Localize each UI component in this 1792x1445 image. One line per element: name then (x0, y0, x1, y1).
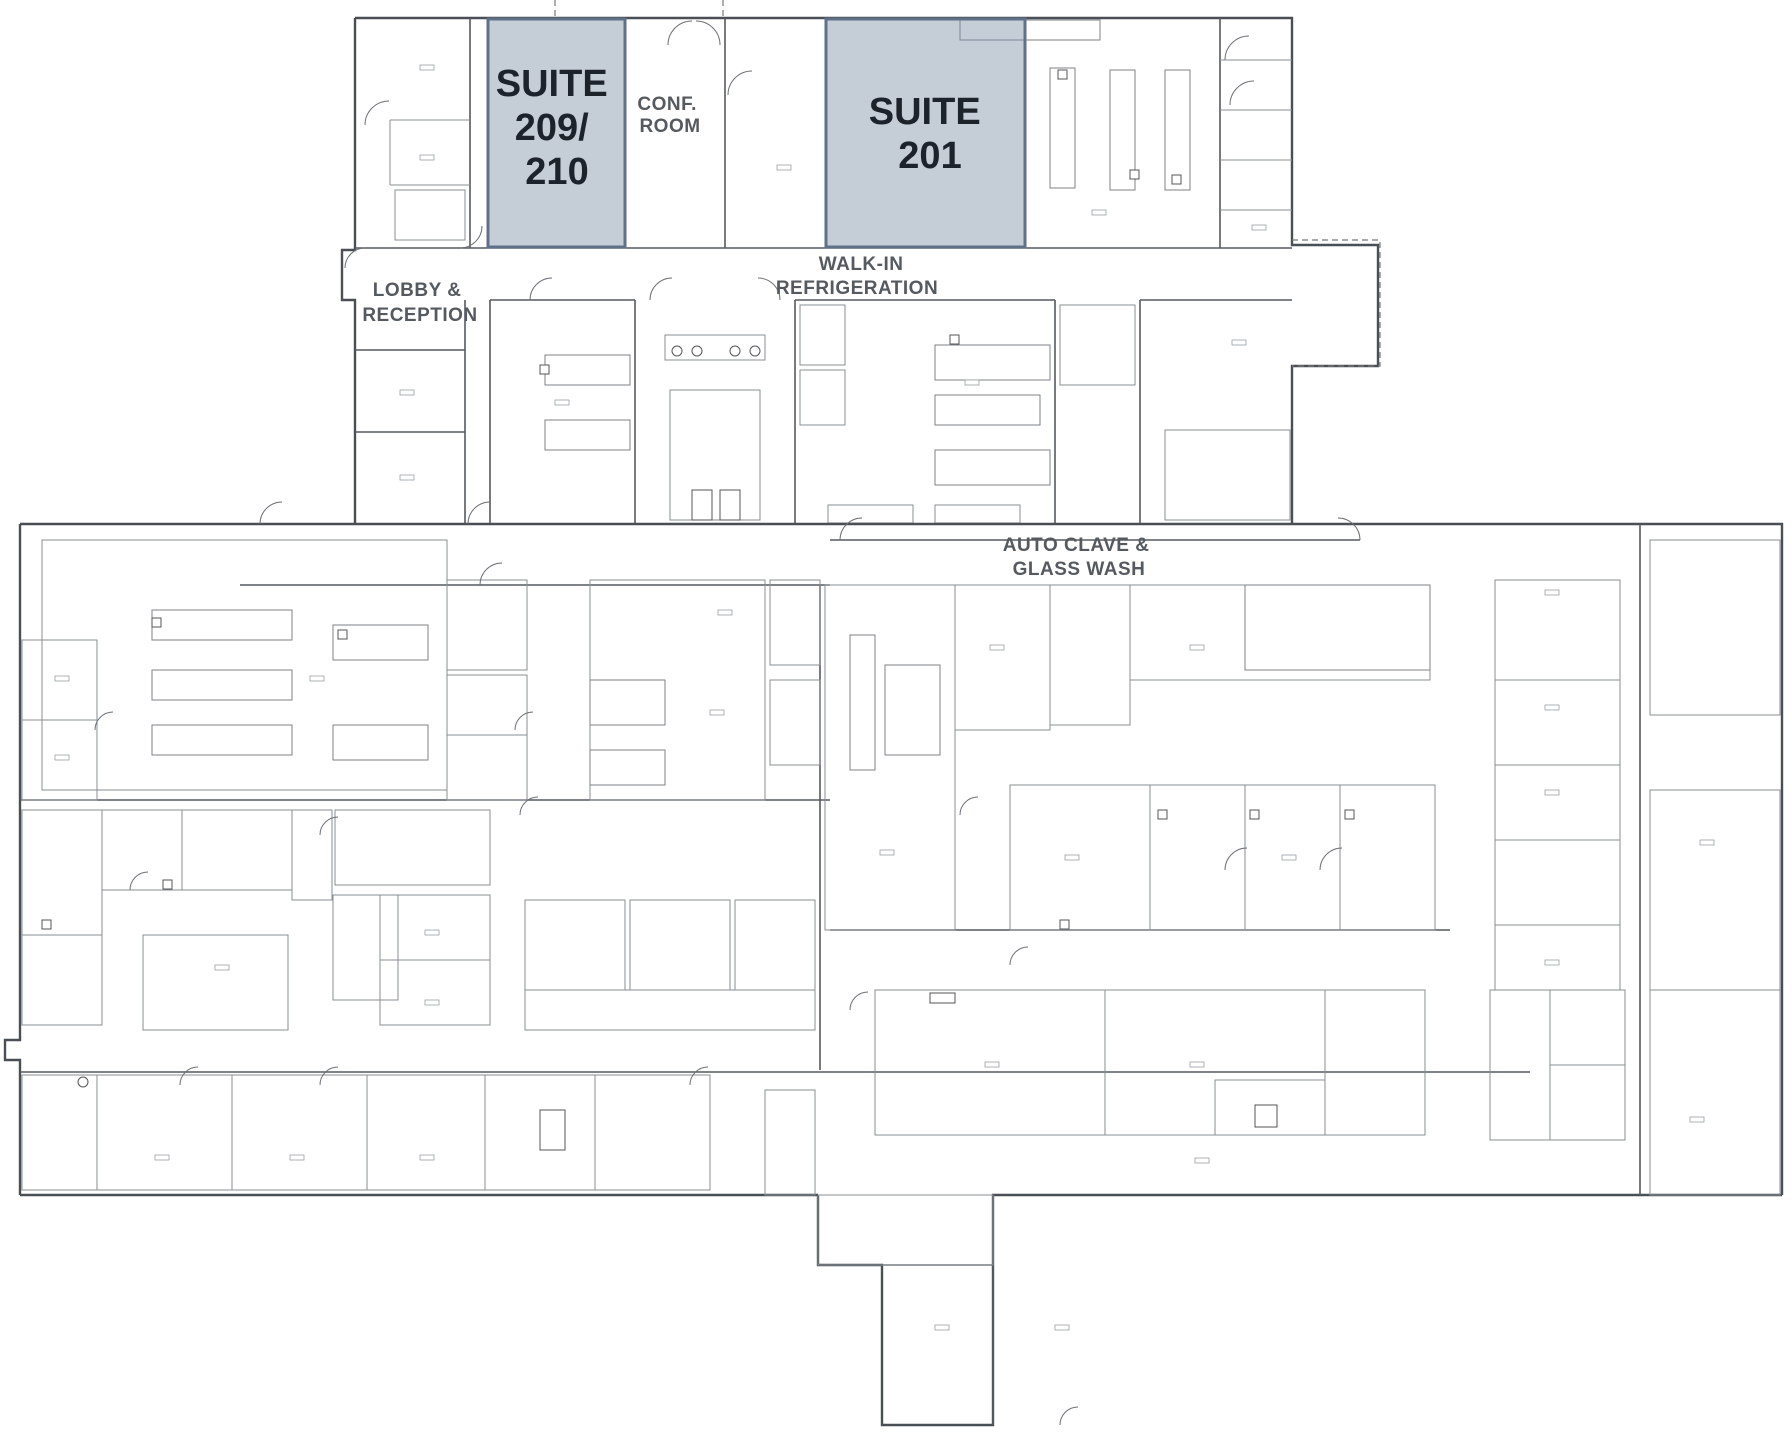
suite-201-highlight[interactable] (824, 17, 1027, 249)
suite-201-line-2: 201 (898, 135, 961, 177)
fixtures (41, 69, 1355, 1088)
suite-201[interactable]: SUITE 201 (824, 17, 1027, 249)
conf-room-label: CONF. ROOM (637, 94, 702, 137)
lobby-reception-line-2: RECEPTION (362, 305, 477, 326)
room-tags (54, 64, 1715, 1331)
walk-in-refrigeration-line-2: REFRIGERATION (776, 278, 938, 299)
walk-in-refrigeration-line-1: WALK-IN (819, 254, 904, 275)
lobby-reception-label: LOBBY & RECEPTION (362, 280, 477, 326)
conf-room-line-2: ROOM (639, 116, 700, 137)
suite-209-210-line-2: 209/ (515, 107, 589, 149)
conf-room-line-1: CONF. (637, 94, 697, 115)
suite-209-210-line-1: SUITE (496, 63, 608, 105)
doors (94, 20, 1361, 1426)
svg-text:SUITE 201: SUITE 201 (869, 91, 991, 177)
suite-201-line-1: SUITE (869, 91, 981, 133)
upper-wing (340, 0, 1381, 524)
lobby-reception-line-1: LOBBY & (373, 280, 462, 301)
svg-text:SUITE 209/ 210: SUITE 209/ 210 (496, 63, 618, 193)
suite-209-210-highlight[interactable] (486, 17, 627, 249)
auto-clave-line-2: GLASS WASH (1013, 559, 1146, 580)
auto-clave-glass-wash-label: AUTO CLAVE & GLASS WASH (1003, 535, 1156, 580)
auto-clave-line-1: AUTO CLAVE & (1003, 535, 1150, 556)
main-building (3, 522, 1784, 1427)
walk-in-refrigeration-label: WALK-IN REFRIGERATION (776, 254, 938, 299)
suite-209-210-line-3: 210 (525, 151, 588, 193)
suite-209-210[interactable]: SUITE 209/ 210 (486, 17, 627, 249)
